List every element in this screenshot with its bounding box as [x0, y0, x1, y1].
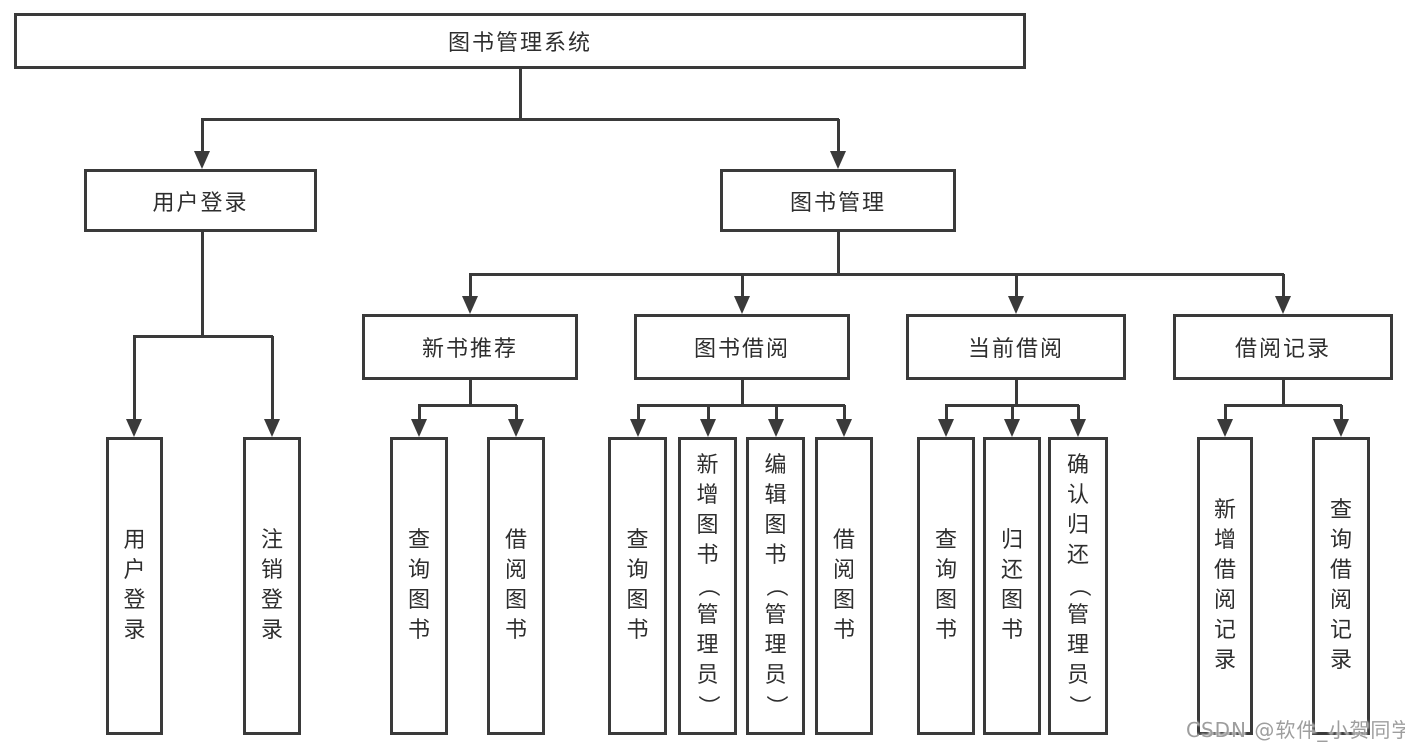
leaf-query-books-recommend: 查询图书: [390, 437, 448, 735]
connector-line: [637, 405, 640, 423]
arrowhead-down-icon: [1275, 296, 1291, 314]
node-book-management-label: 图书管理: [789, 190, 886, 216]
connector-line: [469, 273, 1284, 276]
arrowhead-down-icon: [768, 419, 784, 437]
node-book-borrow-label: 图书借阅: [693, 337, 790, 362]
connector-line: [1015, 380, 1018, 405]
node-new-book-recommend-label: 新书推荐: [421, 337, 518, 362]
connector-line: [1340, 405, 1343, 423]
leaf-query-books-current-label: 查询图书: [934, 528, 957, 643]
arrowhead-down-icon: [194, 151, 210, 169]
leaf-add-books-admin: 新增图书（管理员）: [678, 437, 737, 735]
leaf-user-login: 用户登录: [106, 437, 163, 735]
connector-line: [1224, 405, 1227, 423]
leaf-logout: 注销登录: [243, 437, 301, 735]
connector-line: [1015, 274, 1018, 300]
leaf-add-books-admin-label: 新增图书（管理员）: [695, 453, 721, 718]
connector-line: [945, 405, 948, 423]
arrowhead-down-icon: [508, 419, 524, 437]
node-book-borrow: 图书借阅: [634, 314, 850, 380]
node-borrow-records: 借阅记录: [1173, 314, 1393, 380]
node-borrow-records-label: 借阅记录: [1234, 337, 1331, 362]
connector-line: [637, 404, 845, 407]
node-root-label: 图书管理系统: [447, 31, 592, 56]
connector-line: [271, 336, 274, 423]
leaf-query-books-borrow-label: 查询图书: [626, 528, 649, 643]
node-new-book-recommend: 新书推荐: [362, 314, 578, 380]
connector-line: [775, 405, 778, 423]
connector-line: [1282, 274, 1285, 300]
arrowhead-down-icon: [938, 419, 954, 437]
leaf-logout-label: 注销登录: [260, 528, 283, 643]
arrowhead-down-icon: [462, 296, 478, 314]
arrowhead-down-icon: [1070, 419, 1086, 437]
leaf-confirm-return-admin-label: 确认归还（管理员）: [1065, 453, 1091, 718]
arrowhead-down-icon: [411, 419, 427, 437]
connector-line: [469, 274, 472, 300]
arrowhead-down-icon: [1004, 419, 1020, 437]
connector-line: [133, 335, 273, 338]
arrowhead-down-icon: [830, 151, 846, 169]
leaf-user-login-label: 用户登录: [123, 528, 146, 643]
leaf-borrow-books-recommend: 借阅图书: [487, 437, 545, 735]
node-root: 图书管理系统: [14, 13, 1026, 69]
node-book-management: 图书管理: [720, 169, 956, 232]
leaf-return-books-label: 归还图书: [1000, 528, 1023, 643]
node-current-borrow: 当前借阅: [906, 314, 1126, 380]
connector-line: [837, 119, 840, 155]
connector-line: [201, 118, 839, 121]
arrowhead-down-icon: [734, 296, 750, 314]
node-user-login: 用户登录: [84, 169, 317, 232]
connector-line: [133, 336, 136, 423]
arrowhead-down-icon: [700, 419, 716, 437]
connector-line: [843, 405, 846, 423]
leaf-return-books: 归还图书: [983, 437, 1041, 735]
connector-line: [1011, 405, 1014, 423]
arrowhead-down-icon: [1217, 419, 1233, 437]
arrowhead-down-icon: [630, 419, 646, 437]
arrowhead-down-icon: [264, 419, 280, 437]
connector-line: [707, 405, 710, 423]
leaf-query-books-borrow: 查询图书: [608, 437, 667, 735]
connector-line: [515, 405, 518, 423]
node-user-login-label: 用户登录: [152, 190, 249, 216]
leaf-add-borrow-record: 新增借阅记录: [1197, 437, 1253, 735]
connector-line: [1282, 380, 1285, 405]
connector-line: [741, 380, 744, 405]
arrowhead-down-icon: [1333, 419, 1349, 437]
leaf-query-borrow-record: 查询借阅记录: [1312, 437, 1370, 735]
arrowhead-down-icon: [1008, 296, 1024, 314]
connector-line: [837, 232, 840, 274]
connector-line: [418, 405, 421, 423]
leaf-edit-books-admin-label: 编辑图书（管理员）: [763, 453, 789, 718]
leaf-borrow-books-recommend-label: 借阅图书: [504, 528, 527, 643]
leaf-edit-books-admin: 编辑图书（管理员）: [746, 437, 805, 735]
connector-line: [418, 404, 517, 407]
leaf-borrow-books-borrow-label: 借阅图书: [832, 528, 855, 643]
leaf-query-books-current: 查询图书: [917, 437, 975, 735]
connector-line: [469, 380, 472, 405]
leaf-query-books-recommend-label: 查询图书: [407, 528, 430, 643]
connector-line: [201, 119, 204, 155]
leaf-confirm-return-admin: 确认归还（管理员）: [1048, 437, 1108, 735]
arrowhead-down-icon: [836, 419, 852, 437]
node-current-borrow-label: 当前借阅: [967, 337, 1064, 362]
leaf-add-borrow-record-label: 新增借阅记录: [1213, 498, 1236, 673]
leaf-borrow-books-borrow: 借阅图书: [815, 437, 873, 735]
connector-line: [1224, 404, 1342, 407]
connector-line: [741, 274, 744, 300]
leaf-query-borrow-record-label: 查询借阅记录: [1329, 498, 1352, 673]
arrowhead-down-icon: [126, 419, 142, 437]
connector-line: [519, 69, 522, 119]
connector-line: [201, 232, 204, 336]
csdn-watermark: CSDN @软件_小贺同学: [1186, 718, 1405, 742]
connector-line: [1077, 405, 1080, 423]
